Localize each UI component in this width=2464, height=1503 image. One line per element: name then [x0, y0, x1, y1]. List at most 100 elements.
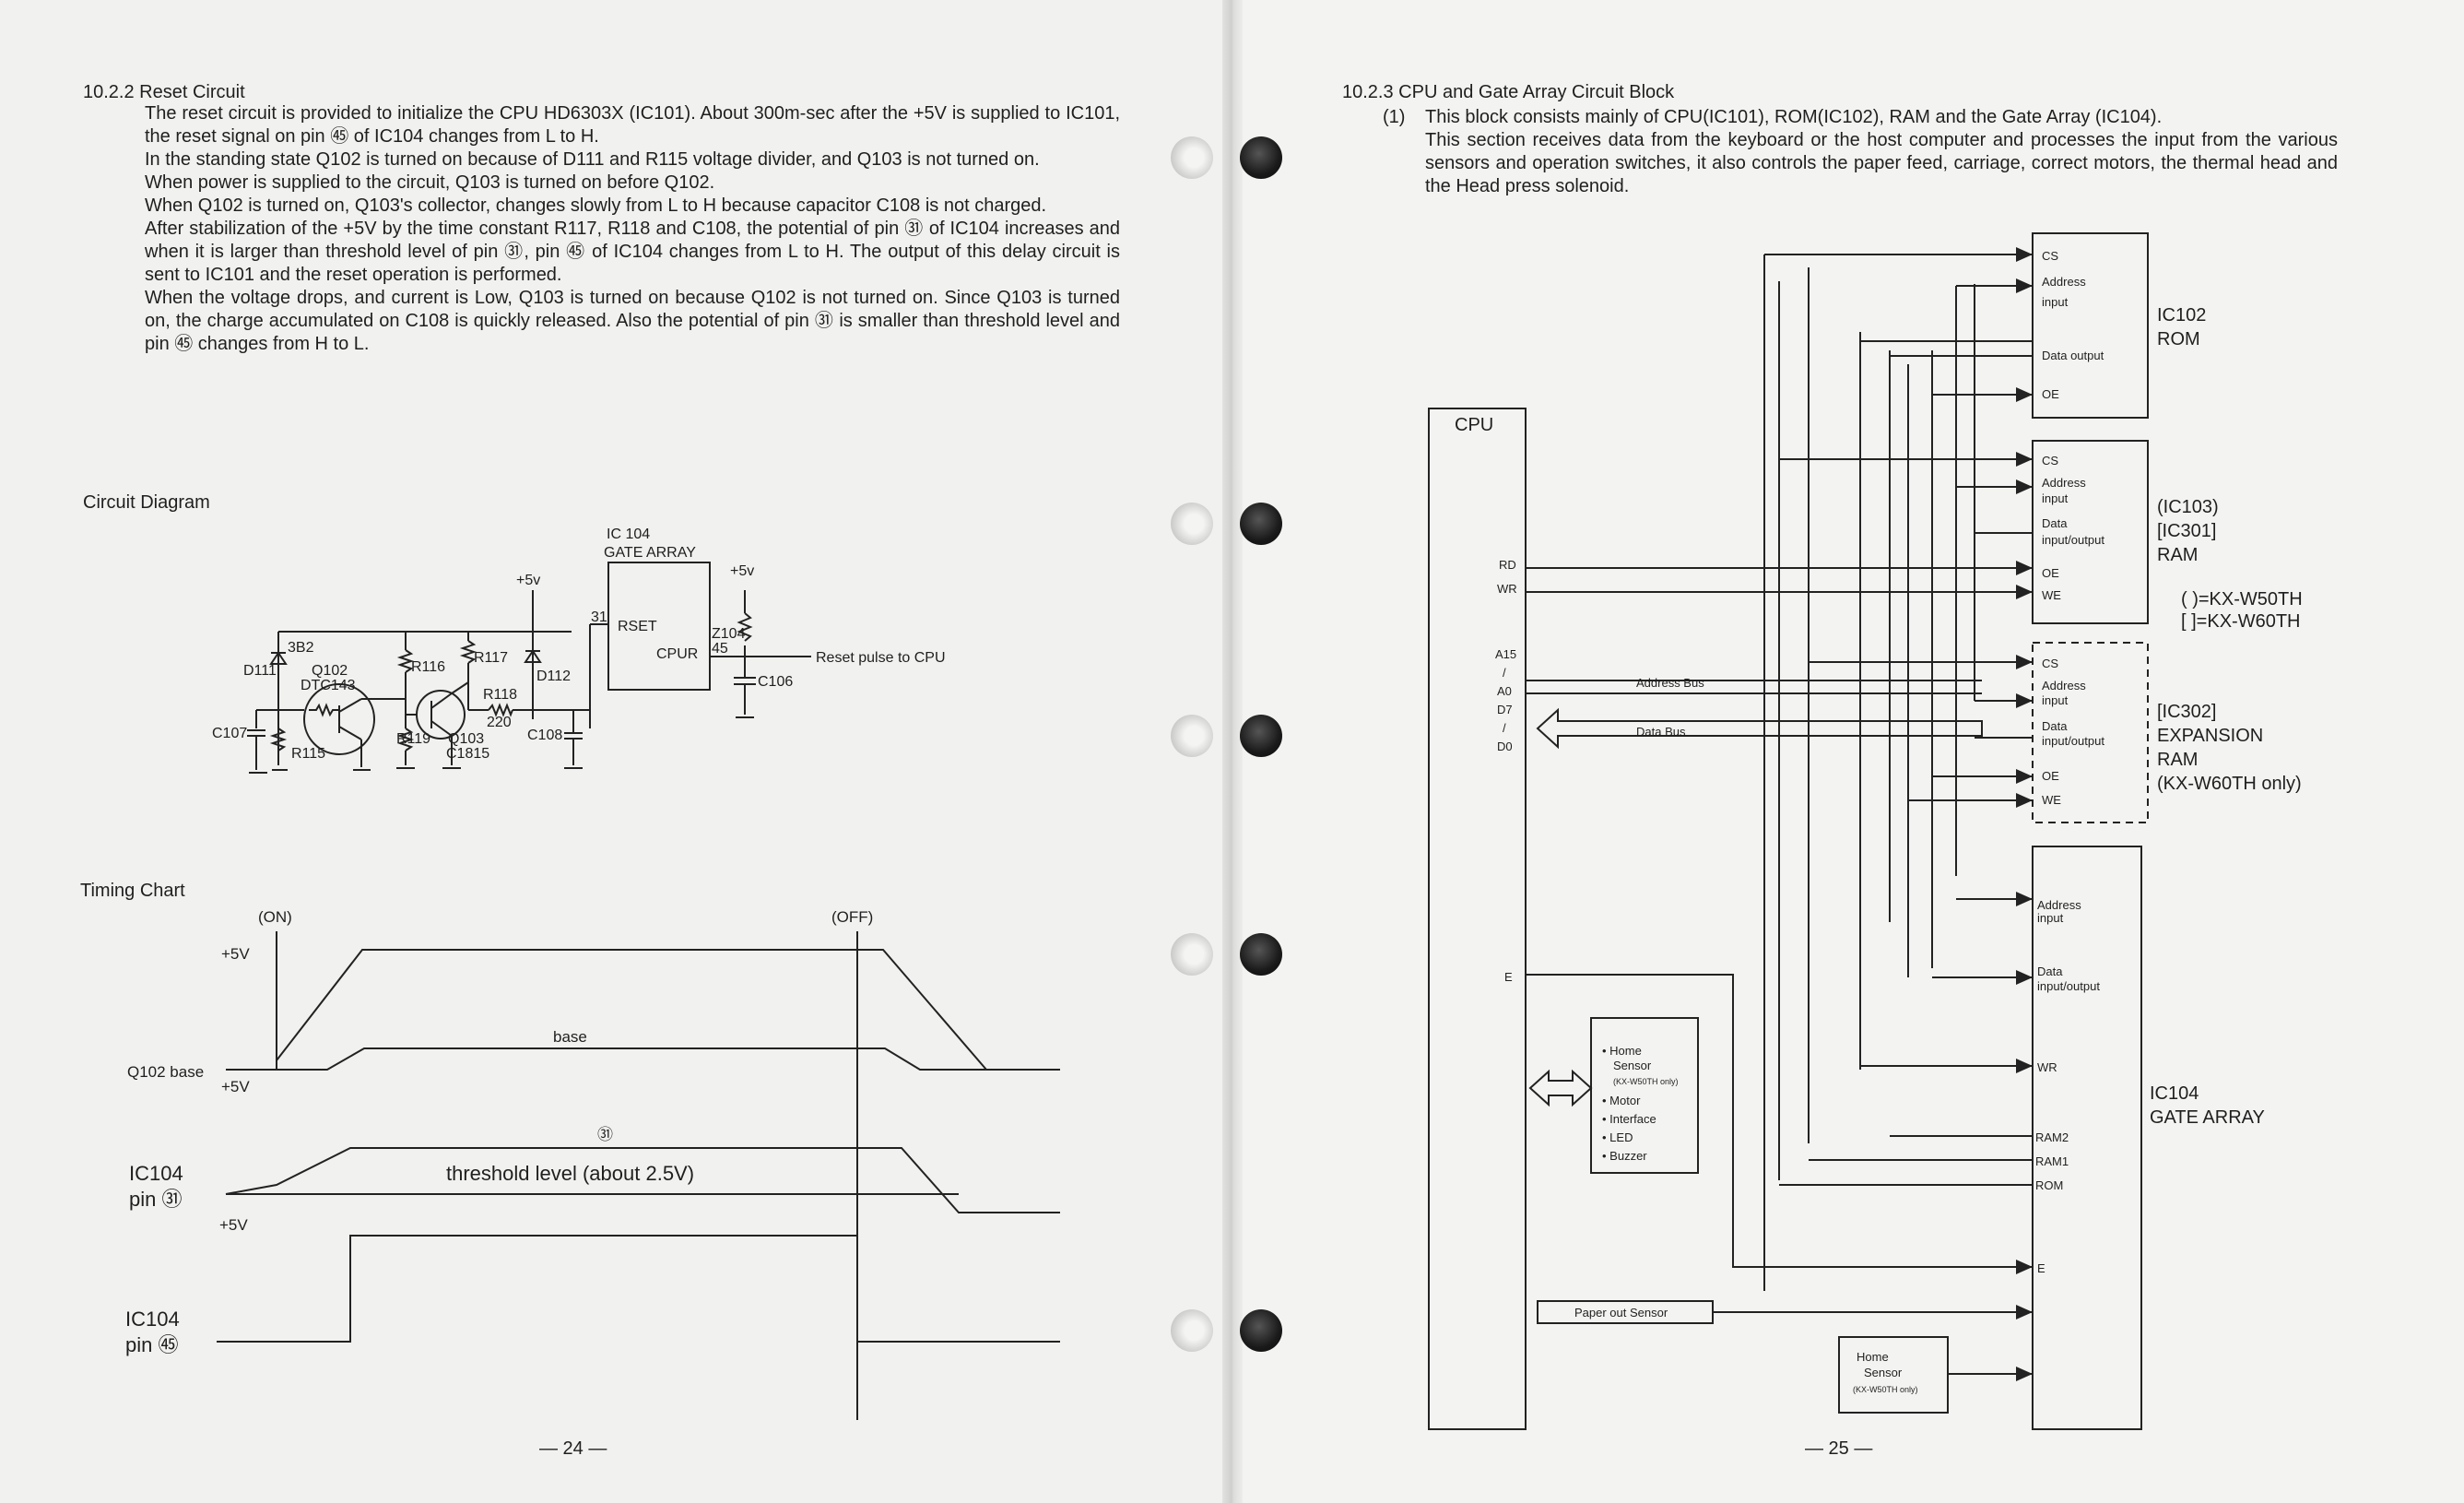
sensor-item: • LED: [1602, 1130, 1633, 1144]
ic302-label: [IC302]: [2157, 702, 2216, 722]
base-label: base: [553, 1028, 587, 1046]
ram-io-label: input/output: [2042, 533, 2104, 547]
paragraph: This section receives data from the keyb…: [1425, 130, 2338, 196]
pin-out-name-label: CPUR: [656, 646, 698, 662]
c107-label: C107: [212, 726, 247, 741]
d111-label: D111: [243, 663, 277, 679]
rom-input-label: input: [2042, 295, 2069, 309]
ga-input-label: input: [2037, 911, 2064, 925]
q102-rank-label: 3B2: [288, 640, 314, 656]
r118-label: R118: [483, 687, 517, 703]
legend-w50-label: ( )=KX-W50TH: [2181, 589, 2303, 609]
pin45-label: pin ㊺: [125, 1333, 178, 1356]
sensor-item: Sensor: [1613, 1059, 1652, 1072]
reset-pulse-label: Reset pulse to CPU: [816, 650, 946, 666]
ga-rom-label: ROM: [2035, 1178, 2063, 1192]
item-number: (1): [1383, 107, 1406, 127]
a15-label: A15: [1495, 647, 1516, 661]
pin-in-name-label: RSET: [618, 619, 657, 634]
exp-input-label: input: [2042, 693, 2069, 707]
paragraph: In the standing state Q102 is turned on …: [145, 149, 1040, 170]
page-number-right: — 25 —: [1805, 1438, 1873, 1459]
timing-chart-heading: Timing Chart: [80, 881, 185, 901]
paper-out-label: Paper out Sensor: [1574, 1306, 1668, 1320]
ic-name-label: IC 104: [607, 527, 650, 542]
r118-value-label: 220: [487, 715, 512, 730]
home-sensor-note: (KX-W50TH only): [1853, 1385, 1918, 1394]
r116-label: R116: [411, 659, 445, 675]
rom-data-output-label: Data output: [2042, 349, 2104, 362]
pin31-marker: ㉛: [597, 1126, 613, 1143]
a0-label: A0: [1497, 684, 1512, 698]
cpu-block-heading: 10.2.3 CPU and Gate Array Circuit Block: [1342, 82, 1674, 103]
d7-label: D7: [1497, 703, 1513, 716]
right-page: [1232, 0, 2464, 1503]
timing-chart: (ON) (OFF) +5V Q102 base +5V base ㉛ thre…: [125, 908, 1060, 1420]
binder-hole-icon: [1171, 136, 1213, 179]
paragraph: When power is supplied to the circuit, Q…: [145, 172, 715, 193]
ga-e-label: E: [2037, 1261, 2045, 1275]
sensor-item: • Home: [1602, 1044, 1642, 1058]
sensor-item: • Interface: [1602, 1112, 1656, 1126]
binder-hole-icon: [1171, 1309, 1213, 1352]
sensor-item: • Motor: [1602, 1094, 1641, 1107]
ga-address-label: Address: [2037, 898, 2081, 912]
cpu-label: CPU: [1455, 415, 1493, 435]
q103-type-label: C1815: [446, 746, 489, 762]
slash-label: /: [1503, 721, 1506, 735]
left-page: [0, 0, 1232, 1503]
sensor-item: (KX-W50TH only): [1613, 1077, 1679, 1086]
paragraph: The reset circuit is provided to initial…: [145, 103, 1120, 147]
ga-io-label: input/output: [2037, 979, 2100, 993]
v3-label: +5V: [219, 1216, 248, 1234]
rom-oe-label: OE: [2042, 387, 2059, 401]
binder-hole-icon: [1240, 1309, 1282, 1352]
ga-ram2-label: RAM2: [2035, 1130, 2069, 1144]
book-fold: [1222, 0, 1243, 1503]
rd-label: RD: [1499, 558, 1516, 572]
gate-array-label: GATE ARRAY: [2150, 1107, 2265, 1128]
binder-hole-icon: [1240, 715, 1282, 757]
ram-cs-label: CS: [2042, 454, 2058, 467]
exp-data-label: Data: [2042, 719, 2068, 733]
vcc-label: +5v: [516, 573, 540, 588]
cpu-block-item: (1): [1383, 106, 1406, 129]
cpu-block-description: This block consists mainly of CPU(IC101)…: [1425, 106, 2338, 198]
ic103-label: (IC103): [2157, 497, 2219, 517]
w60-only-label: (KX-W60TH only): [2157, 774, 2302, 794]
zener-label: Z104: [712, 626, 746, 642]
ram-address-label: Address: [2042, 476, 2086, 490]
circuit-diagram-heading: Circuit Diagram: [83, 492, 210, 513]
address-bus-label: Address Bus: [1636, 676, 1704, 690]
section-number: 10.2.3: [1342, 82, 1394, 102]
ic301-label: [IC301]: [2157, 521, 2216, 541]
section-number: 10.2.2: [83, 82, 135, 102]
page-number-left: — 24 —: [539, 1438, 607, 1459]
d112-label: D112: [536, 669, 571, 684]
r115-label: R115: [291, 746, 325, 762]
ic104-label: IC104: [2150, 1083, 2199, 1104]
ic104-a-label: IC104: [129, 1162, 183, 1185]
exp-cs-label: CS: [2042, 657, 2058, 670]
ga-data-label: Data: [2037, 965, 2063, 978]
binder-hole-icon: [1171, 933, 1213, 976]
off-label: (OFF): [831, 908, 873, 926]
e-label: E: [1504, 970, 1513, 984]
binder-hole-icon: [1240, 503, 1282, 545]
ic104-b-label: IC104: [125, 1308, 180, 1331]
v1-label: +5V: [221, 945, 250, 963]
paragraph: This block consists mainly of CPU(IC101)…: [1425, 107, 2163, 127]
binder-hole-icon: [1240, 933, 1282, 976]
pin-in-label: 31: [591, 609, 607, 625]
q102-label: Q102: [312, 663, 348, 679]
threshold-label: threshold level (about 2.5V): [446, 1162, 694, 1185]
ram-input-label: input: [2042, 491, 2069, 505]
rom-address-label: Address: [2042, 275, 2086, 289]
exp-oe-label: OE: [2042, 769, 2059, 783]
data-bus-label: Data Bus: [1636, 725, 1686, 739]
legend-w60-label: [ ]=KX-W60TH: [2181, 611, 2300, 632]
exp-we-label: WE: [2042, 793, 2061, 807]
d0-label: D0: [1497, 740, 1513, 753]
c106-label: C106: [758, 674, 793, 690]
